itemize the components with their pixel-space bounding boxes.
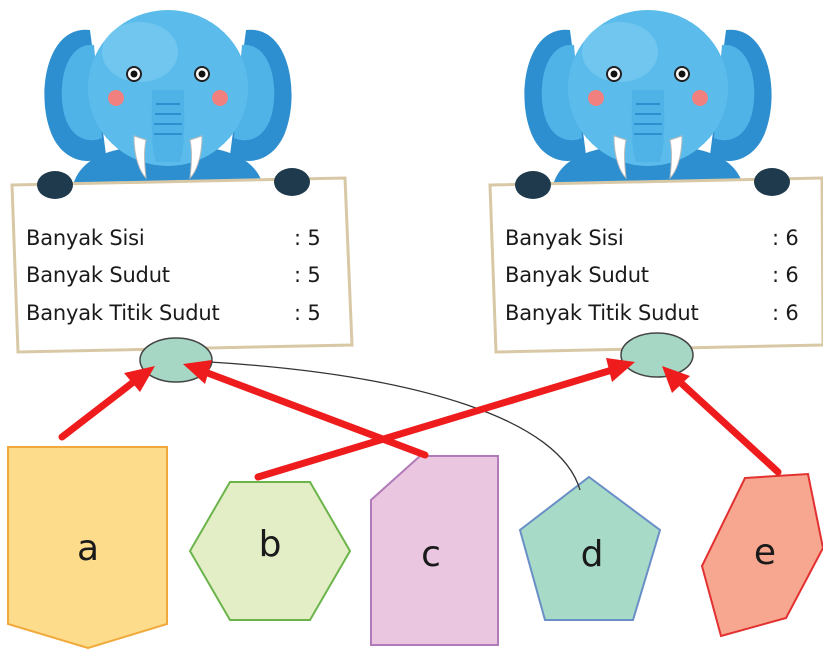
board-1-value-angles: : 5 <box>294 263 321 287</box>
board-1 <box>10 168 354 354</box>
board-1-value-sides: : 5 <box>294 226 321 250</box>
shape-c-label: c <box>421 534 441 575</box>
board-2-label-vertices: Banyak Titik Sudut <box>505 301 699 325</box>
shape-e-label: e <box>753 532 777 573</box>
arrow-a-to-board-1 <box>58 376 140 441</box>
shape-b-label: b <box>258 524 282 565</box>
shape-e[interactable] <box>700 472 823 638</box>
board-2-connector-oval[interactable] <box>620 332 694 378</box>
shape-b[interactable] <box>188 481 352 621</box>
board-1-value-vertices: : 5 <box>294 301 321 325</box>
elephant-2-image <box>523 9 773 197</box>
board-2-label-sides: Banyak Sisi <box>505 226 624 250</box>
board-1-label-sides: Banyak Sisi <box>26 226 145 250</box>
shape-a[interactable] <box>7 446 168 649</box>
shape-d[interactable] <box>518 475 662 621</box>
red-arrows <box>58 358 782 481</box>
connector-d-line <box>209 361 581 491</box>
board-2-value-angles: : 6 <box>772 263 799 287</box>
shape-d-label: d <box>580 534 604 575</box>
board-2-label-angles: Banyak Sudut <box>505 263 649 287</box>
board-1-label-angles: Banyak Sudut <box>26 263 170 287</box>
elephant-1-image <box>43 9 293 197</box>
board-2-value-sides: : 6 <box>772 226 799 250</box>
arrow-b-to-board-2 <box>254 366 616 481</box>
arrow-e-to-board-2 <box>676 378 782 476</box>
board-1-label-vertices: Banyak Titik Sudut <box>26 301 220 325</box>
shape-c[interactable] <box>370 455 499 646</box>
shape-a-label: a <box>76 528 100 569</box>
board-2 <box>488 168 823 354</box>
board-2-value-vertices: : 6 <box>772 301 799 325</box>
